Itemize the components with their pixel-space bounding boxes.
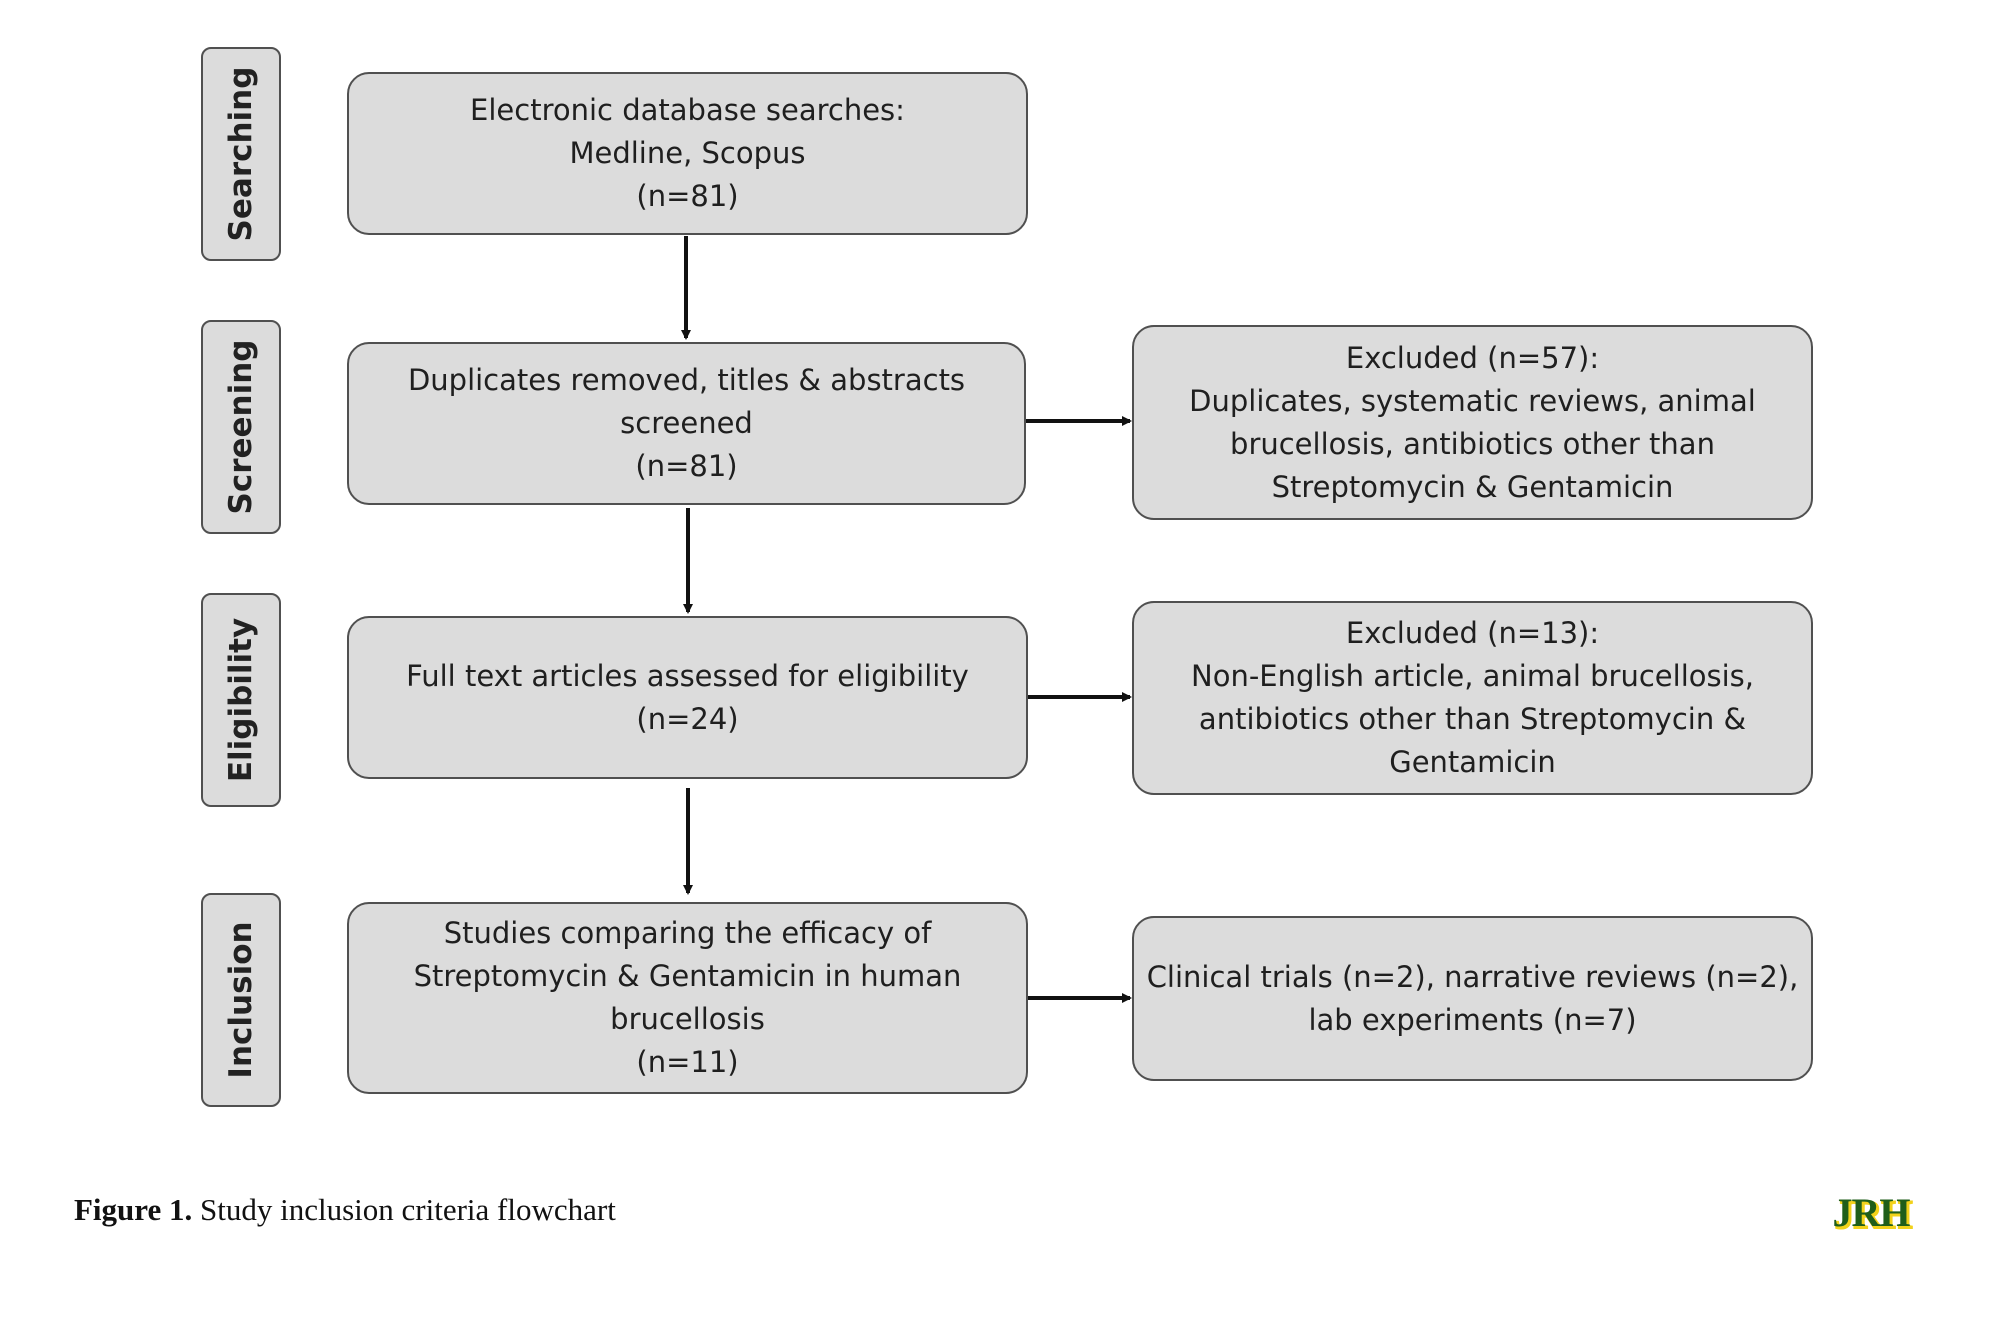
figure-caption-text: Study inclusion criteria flowchart (192, 1192, 616, 1227)
logo-text: JRH (1833, 1192, 1911, 1234)
box-line: Non-English article, animal brucellosis, (1191, 659, 1754, 693)
box-line: (n=81) (635, 449, 738, 483)
box-included-study-types: Clinical trials (n=2), narrative reviews… (1132, 916, 1813, 1081)
box-line: (n=24) (636, 701, 739, 736)
box-line: (n=11) (636, 1045, 739, 1079)
journal-logo: JRH JRH (1833, 1192, 1915, 1234)
box-line: Duplicates, systematic reviews, animal (1189, 383, 1756, 418)
stage-eligibility: Eligibility (201, 593, 281, 807)
figure-caption: Figure 1. Study inclusion criteria flowc… (74, 1192, 616, 1228)
box-line: Medline, Scopus (569, 136, 806, 170)
logo-shadow: JRH (1835, 1192, 1913, 1234)
box-inclusion: Studies comparing the efficacy of Strept… (347, 902, 1028, 1094)
box-line: brucellosis (610, 1002, 765, 1036)
box-screening: Duplicates removed, titles & abstracts s… (347, 342, 1026, 505)
box-line: Studies comparing the efficacy of (443, 916, 932, 950)
box-line: lab experiments (n=7) (1308, 1002, 1637, 1037)
box-line: Gentamicin (1389, 745, 1556, 779)
box-line: screened (620, 406, 753, 440)
box-line: brucellosis, antibiotics other than (1230, 426, 1715, 461)
box-line: Excluded (n=13): (1345, 616, 1600, 650)
figure-number: Figure 1. (74, 1192, 193, 1227)
box-line: Excluded (n=57): (1345, 340, 1600, 375)
box-line: antibiotics other than Streptomycin & (1198, 702, 1747, 736)
box-line: Clinical trials (n=2), narrative reviews… (1146, 959, 1799, 994)
box-line: Duplicates removed, titles & abstracts (407, 363, 966, 397)
box-line: Electronic database searches: (470, 93, 905, 127)
stage-inclusion: Inclusion (201, 893, 281, 1107)
box-line: Streptomycin & Gentamicin (1271, 469, 1674, 504)
box-excluded-eligibility: Excluded (n=13): Non-English article, an… (1132, 601, 1813, 795)
box-database-search: Electronic database searches: Medline, S… (347, 72, 1028, 235)
stage-searching: Searching (201, 47, 281, 261)
box-line: Full text articles assessed for eligibil… (406, 658, 969, 693)
box-excluded-screening: Excluded (n=57): Duplicates, systematic … (1132, 325, 1813, 520)
stage-screening: Screening (201, 320, 281, 534)
box-line: Streptomycin & Gentamicin in human (413, 959, 962, 993)
box-line: (n=81) (636, 179, 739, 213)
box-eligibility: Full text articles assessed for eligibil… (347, 616, 1028, 779)
